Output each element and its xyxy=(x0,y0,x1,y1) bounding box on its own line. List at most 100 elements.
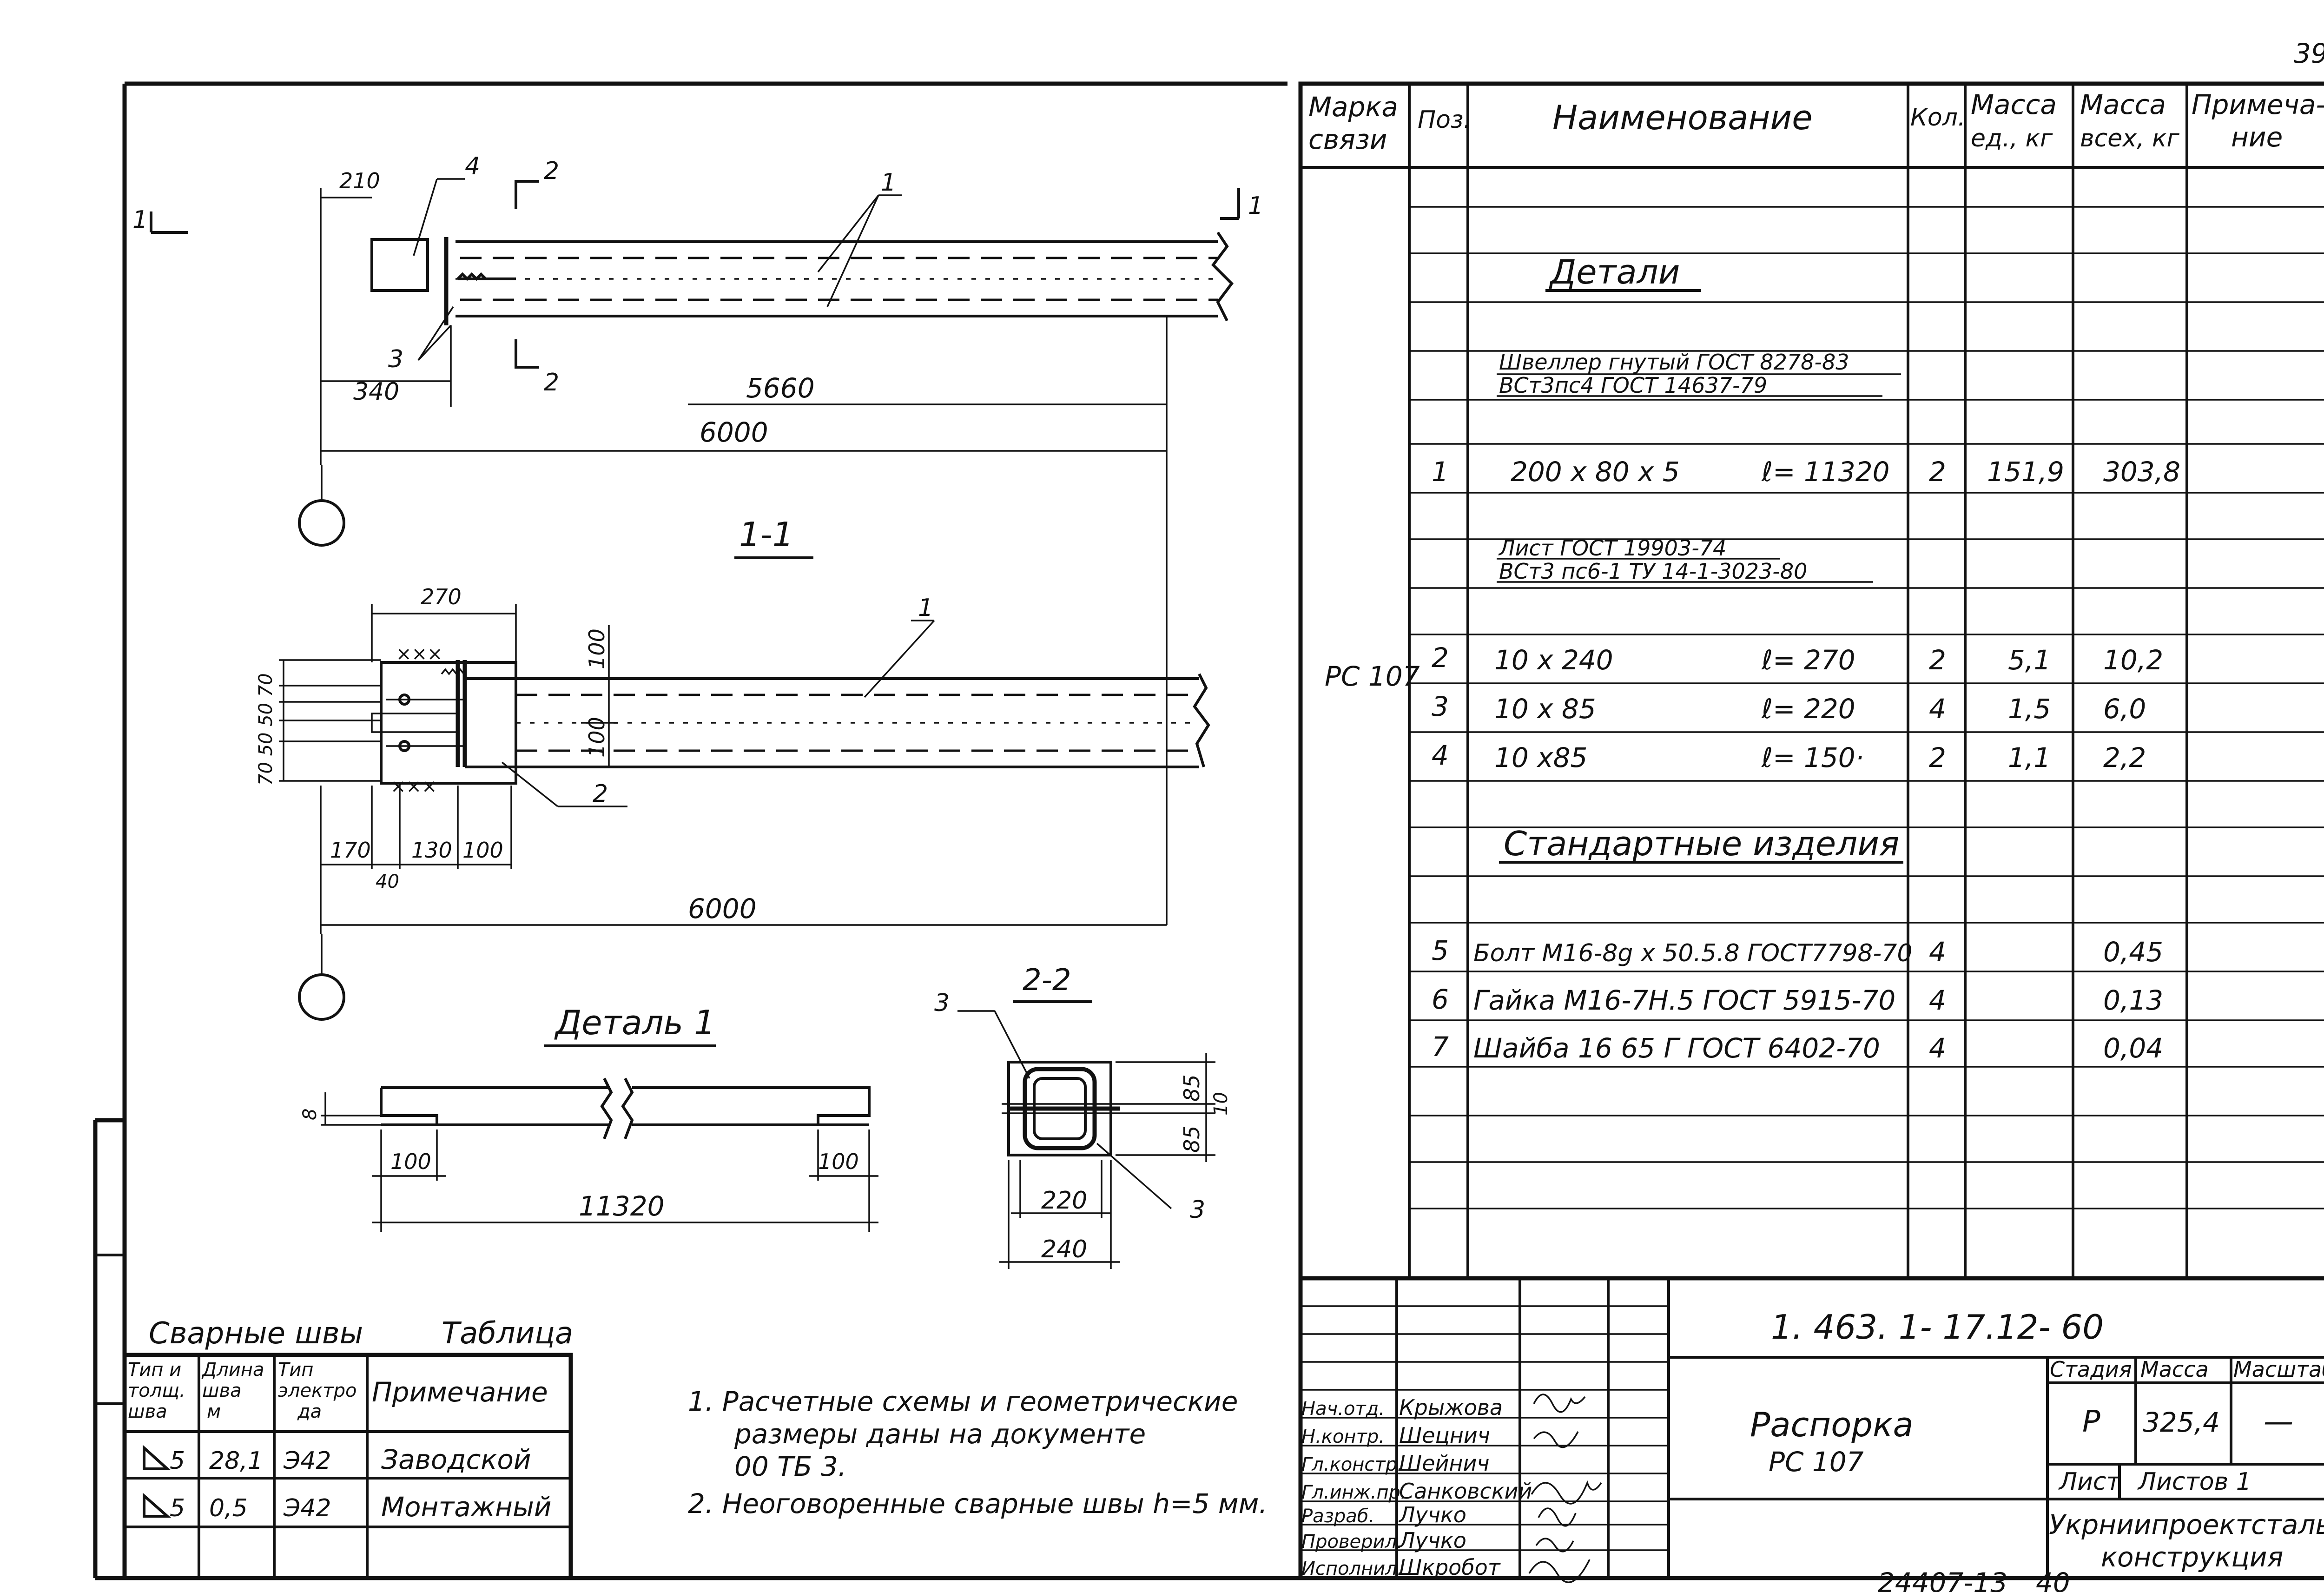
weld-header-type: Тип и xyxy=(128,1359,181,1381)
header-mass-unit-2: ед., кг xyxy=(1971,125,2053,152)
row-qty: 2 xyxy=(1929,644,1946,676)
dim-130: 130 xyxy=(411,838,452,863)
row-mass-unit: 1,5 xyxy=(2008,693,2051,725)
role-label: Проверил. xyxy=(1301,1531,1403,1552)
weld-note: Заводской xyxy=(381,1444,531,1475)
row-name: 10 х 85 xyxy=(1494,693,1596,725)
dim-210: 210 xyxy=(339,168,380,193)
weld-table: Сварные швы Таблица Тип и толщ. шва Длин… xyxy=(122,1316,573,1580)
note-line-2: размеры даны на документе xyxy=(734,1418,1146,1450)
dim-left-stack: 70 50 50 70 xyxy=(255,673,277,786)
row-pos: 3 xyxy=(1432,691,1449,722)
row-name: 200 х 80 х 5 xyxy=(1511,456,1680,488)
row-length: ℓ= 270 xyxy=(1761,644,1855,676)
weld-table-title: Сварные швы xyxy=(149,1316,363,1351)
section-2-2-title: 2-2 xyxy=(1023,963,1071,997)
dim-100-lower: 100 xyxy=(584,717,609,758)
weld-note: Монтажный xyxy=(381,1491,551,1523)
dim-170: 170 xyxy=(330,838,371,863)
weld-header-note: Примечание xyxy=(372,1376,548,1408)
row-name: 10 х 240 xyxy=(1494,644,1613,676)
section-marker-left: 1 xyxy=(132,206,148,234)
callout-3-bottom: 3 xyxy=(1190,1196,1205,1224)
weld-marks-bottom: ××× xyxy=(390,776,437,797)
weld-header-len-3: м xyxy=(207,1401,221,1422)
material-sheet-2: ВСт3 пс6-1 ТУ 14-1-3023-80 xyxy=(1499,559,1807,584)
detail-1: Деталь 1 8 100 100 11320 xyxy=(299,1003,878,1232)
row-mass-total: 6,0 xyxy=(2103,693,2146,725)
row-name: Гайка М16-7Н.5 ГОСТ 5915-70 xyxy=(1473,984,1895,1016)
sheet-label: Лист xyxy=(2058,1468,2121,1496)
callout-3: 3 xyxy=(388,345,403,373)
scale-value: — xyxy=(2264,1405,2293,1439)
weld-symbol-icon xyxy=(143,1493,171,1518)
weld-symbol-icon xyxy=(143,1445,171,1470)
organization-1: Укрниипроектсталь xyxy=(2049,1509,2324,1540)
section-callout-2: 2 xyxy=(593,780,608,808)
dim-85-top: 85 xyxy=(1179,1074,1204,1102)
dim-40: 40 xyxy=(376,871,399,892)
dim-10: 10 xyxy=(1210,1092,1232,1116)
row-mass-total: 2,2 xyxy=(2103,742,2146,773)
axis-marker-2 xyxy=(298,973,345,1021)
signature-list: Нач.отд. Крыжова Н.контр. Шецнич Гл.конс… xyxy=(1301,1395,1532,1580)
weld-header-electrode-3: да xyxy=(297,1401,322,1422)
sheets-label: Листов 1 xyxy=(2137,1468,2251,1496)
doc-title-mark: РС 107 xyxy=(1769,1446,1864,1478)
role-name: Санковский xyxy=(1399,1479,1532,1504)
role-label: Гл.констр. xyxy=(1301,1454,1403,1475)
row-length: ℓ= 150· xyxy=(1761,742,1864,773)
weld-header-type-2: толщ. xyxy=(128,1380,185,1401)
row-mass-total: 10,2 xyxy=(2103,644,2163,676)
dim-detail-right-100: 100 xyxy=(818,1149,859,1174)
header-note-2: ние xyxy=(2231,121,2283,153)
row-pos: 2 xyxy=(1432,642,1449,674)
row-pos: 4 xyxy=(1432,740,1449,771)
stage-label: Стадия xyxy=(2050,1357,2132,1382)
weld-header-len-2: шва xyxy=(202,1380,242,1401)
row-mass-unit: 1,1 xyxy=(2008,742,2051,773)
weld-header-type-3: шва xyxy=(128,1401,167,1422)
note-line-1: 1. Расчетные схемы и геометрические xyxy=(688,1386,1238,1417)
weld-row: 5 0,5 Э42 Монтажный xyxy=(143,1491,551,1523)
cut-marker-bottom: 2 xyxy=(544,369,559,396)
header-qty: Кол. xyxy=(1910,104,1966,132)
page-number: 39 xyxy=(2294,38,2324,69)
role-name: Шецнич xyxy=(1399,1423,1490,1448)
mass-value: 325,4 xyxy=(2143,1407,2220,1438)
row-name: 10 х85 xyxy=(1494,742,1587,773)
role-name: Крыжова xyxy=(1399,1395,1503,1420)
row-qty: 2 xyxy=(1929,456,1946,488)
dim-6000-plan: 6000 xyxy=(700,416,768,448)
row-mass-unit: 5,1 xyxy=(2008,644,2051,676)
spec-row: 3 10 х 85 ℓ= 220 4 1,5 6,0 xyxy=(1432,691,2146,725)
weld-marks-top: ××× xyxy=(396,643,443,665)
weld-length: 28,1 xyxy=(209,1447,263,1475)
role-name: Лучко xyxy=(1398,1528,1466,1553)
specification-table: Марка связи Поз. Наименование Кол. Масса… xyxy=(1298,81,2324,1281)
doc-title: Распорка xyxy=(1750,1405,1914,1444)
weld-electrode: Э42 xyxy=(283,1447,331,1475)
spec-row: 5 Болт М16-8g x 50.5.8 ГОСТ7798-70 4 0,4… xyxy=(1432,935,2163,968)
header-note: Примеча- xyxy=(2192,89,2324,120)
role-label: Нач.отд. xyxy=(1301,1398,1385,1420)
role-label: Разраб. xyxy=(1301,1506,1374,1527)
spec-row: 1 200 х 80 х 5 ℓ= 11320 2 151,9 303,8 xyxy=(1432,456,2180,488)
archive-number: 24407-13 xyxy=(1878,1567,2007,1592)
section-standard: Стандартные изделия xyxy=(1504,824,1899,863)
row-pos: 1 xyxy=(1432,456,1449,488)
weld-electrode: Э42 xyxy=(283,1494,331,1522)
note-line-3: 00 ТБ 3. xyxy=(734,1451,846,1482)
dim-240: 240 xyxy=(1041,1235,1087,1263)
role-name: Лучко xyxy=(1398,1502,1466,1527)
dim-270: 270 xyxy=(421,584,462,609)
row-name: Шайба 16 65 Г ГОСТ 6402-70 xyxy=(1473,1032,1880,1064)
callout-1: 1 xyxy=(881,169,896,197)
stage-value: Р xyxy=(2082,1405,2100,1439)
header-mass-unit: Масса xyxy=(1971,89,2057,120)
header-name: Наименование xyxy=(1552,98,1813,137)
weld-header-len: Длина xyxy=(201,1359,264,1381)
header-mark: Марка xyxy=(1308,91,1398,123)
dim-5660: 5660 xyxy=(746,372,815,404)
spec-row: 2 10 х 240 ℓ= 270 2 5,1 10,2 xyxy=(1432,642,2163,676)
